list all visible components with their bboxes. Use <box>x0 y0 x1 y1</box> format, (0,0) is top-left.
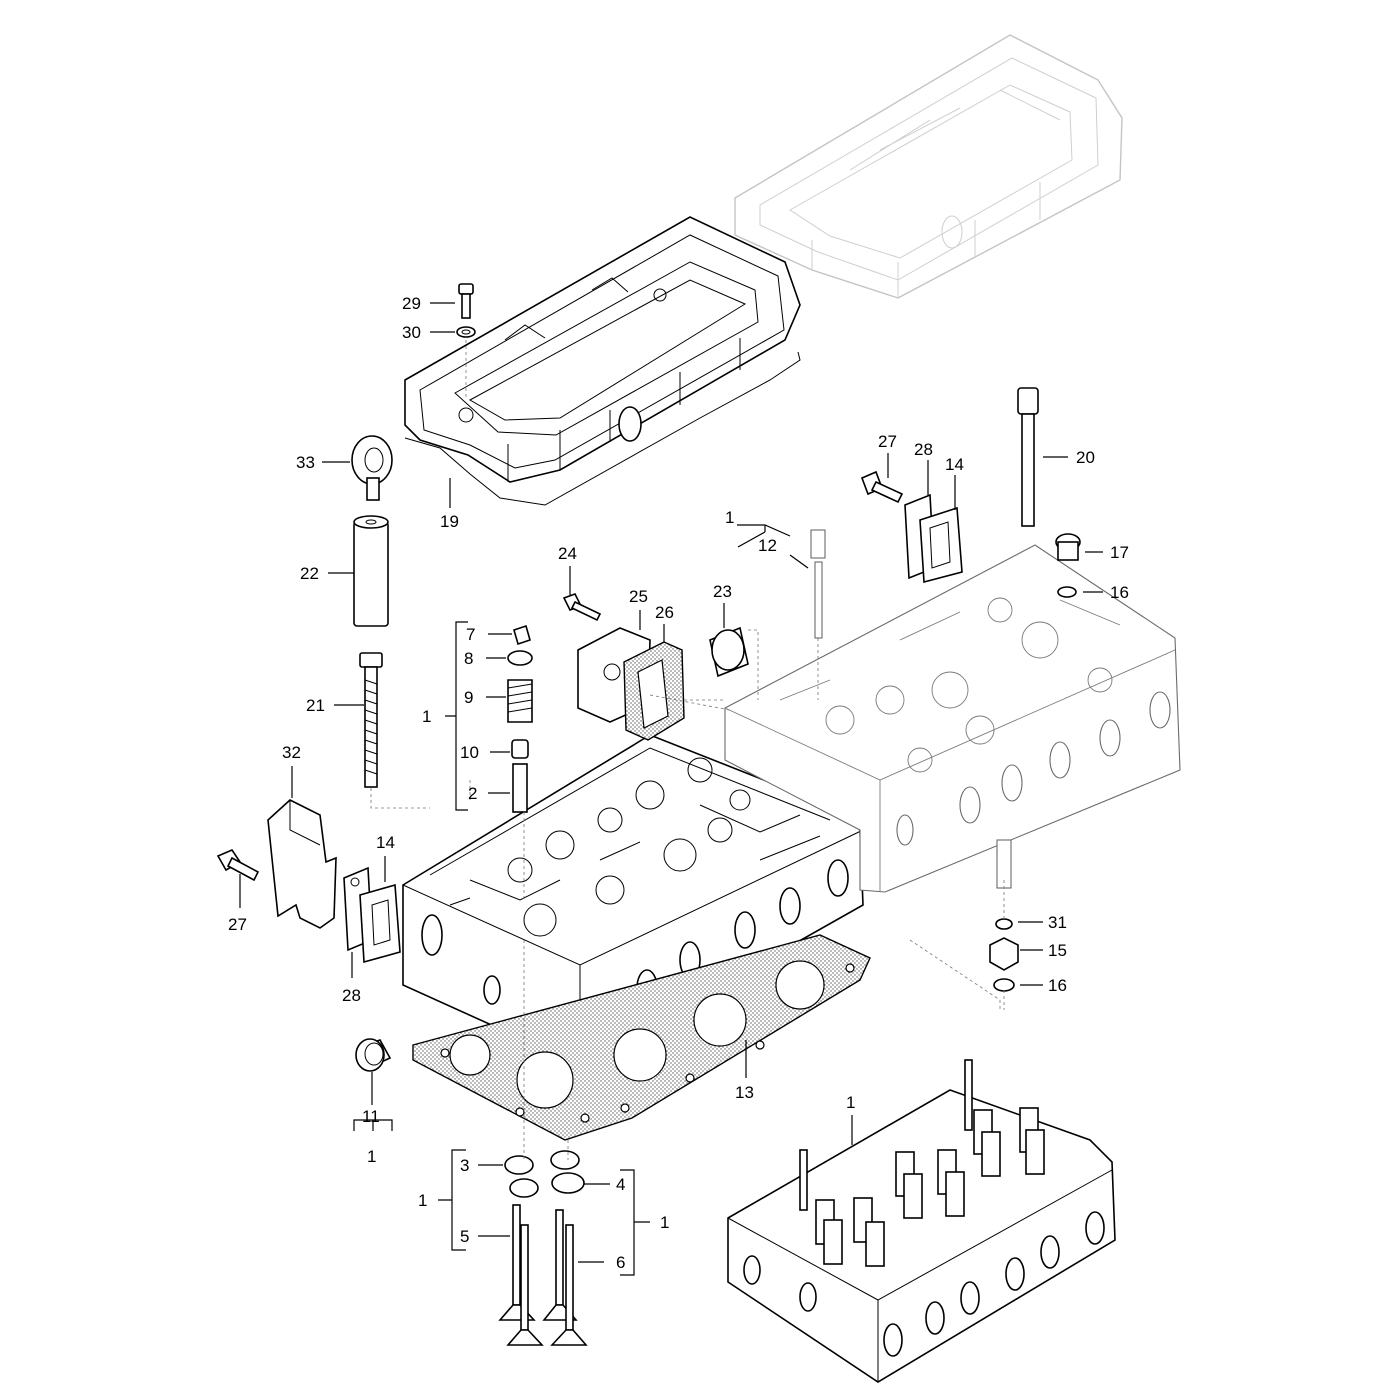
sensor-lower <box>989 839 1019 1010</box>
callout-16-upper: 16 <box>1110 583 1129 602</box>
eye-bolt <box>351 435 393 501</box>
callout-27-left: 27 <box>228 915 247 934</box>
valve-components <box>507 624 533 813</box>
callout-33: 33 <box>296 453 315 472</box>
callout-17: 17 <box>1110 543 1129 562</box>
callout-19: 19 <box>440 512 459 531</box>
callout-8: 8 <box>464 649 473 668</box>
callout-9: 9 <box>464 688 473 707</box>
valve-springs <box>815 1107 1045 1267</box>
callout-6: 6 <box>616 1253 625 1272</box>
callout-31: 31 <box>1048 913 1067 932</box>
callout-3: 3 <box>460 1156 469 1175</box>
callout-22: 22 <box>300 564 319 583</box>
stud-12 <box>810 529 826 639</box>
callout-24: 24 <box>558 544 577 563</box>
seat-ring <box>355 1038 392 1072</box>
callout-29: 29 <box>402 294 421 313</box>
callout-20: 20 <box>1076 448 1095 467</box>
callout-14-left: 14 <box>376 833 395 852</box>
lower-valves <box>498 1150 588 1346</box>
sensor-17 <box>1055 533 1081 598</box>
cover-plate-left <box>343 866 401 964</box>
callout-14-upper: 14 <box>945 455 964 474</box>
bolt-upper <box>860 470 904 504</box>
callout-10: 10 <box>460 743 479 762</box>
callout-16-lower: 16 <box>1048 976 1067 995</box>
cylinder-head-assembled <box>727 1059 1116 1383</box>
callout-1-exhaust-kit: 1 <box>660 1213 669 1232</box>
callout-1-stud: 1 <box>725 508 734 527</box>
callout-30: 30 <box>402 323 421 342</box>
callout-15: 15 <box>1048 941 1067 960</box>
callout-1-assembly: 1 <box>846 1093 855 1112</box>
callout-11: 11 <box>362 1107 380 1126</box>
callout-4: 4 <box>616 1175 625 1194</box>
cover-plate-upper <box>904 493 963 584</box>
callout-21: 21 <box>306 696 325 715</box>
cover-bolt <box>456 283 476 400</box>
spacer-tube <box>353 515 389 627</box>
callout-labels: 29 30 33 19 22 21 32 27 14 28 11 1 7 8 9… <box>228 294 1129 1272</box>
stud-bolt <box>359 652 430 809</box>
side-cover <box>562 593 749 741</box>
construction-lines <box>469 629 1001 1160</box>
callout-28-left: 28 <box>342 986 361 1005</box>
head-gasket <box>412 934 871 1141</box>
bolt-left <box>216 849 260 882</box>
callout-1-kit: 1 <box>367 1147 376 1166</box>
callout-23: 23 <box>713 582 732 601</box>
callout-25: 25 <box>629 587 648 606</box>
leader-lines <box>239 302 1103 1276</box>
callout-12: 12 <box>758 536 777 555</box>
bracket <box>267 799 337 929</box>
callout-32: 32 <box>282 743 301 762</box>
callout-5: 5 <box>460 1227 469 1246</box>
callout-27-upper: 27 <box>878 432 897 451</box>
rocker-cover <box>404 216 801 506</box>
callout-1-intake-kit: 1 <box>418 1191 427 1210</box>
long-bolt <box>1017 387 1039 527</box>
callout-28-upper: 28 <box>914 440 933 459</box>
callout-1-valve-set: 1 <box>422 707 431 726</box>
callout-2: 2 <box>468 784 477 803</box>
callout-26: 26 <box>655 603 674 622</box>
cylinder-head-rear <box>724 544 1181 893</box>
callout-7: 7 <box>466 625 475 644</box>
callout-13: 13 <box>735 1083 754 1102</box>
ghost-rocker-cover <box>734 34 1123 299</box>
